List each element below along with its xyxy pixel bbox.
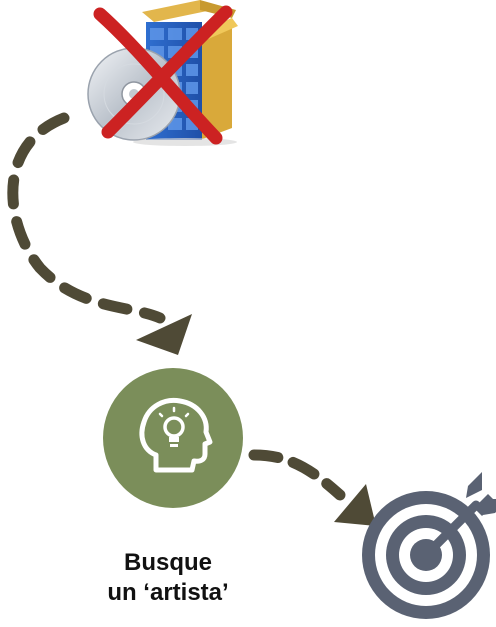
red-x-icon [93,5,233,145]
caption-text: Busque un ‘artista’ [78,548,258,608]
target-icon [362,472,496,619]
dashed-arrow-2 [248,449,376,526]
dashed-arrow-1 [7,112,192,355]
caption-line-2: un ‘artista’ [107,579,229,606]
lightbulb-head-icon [103,368,243,508]
caption-line-1: Busque [123,549,212,576]
